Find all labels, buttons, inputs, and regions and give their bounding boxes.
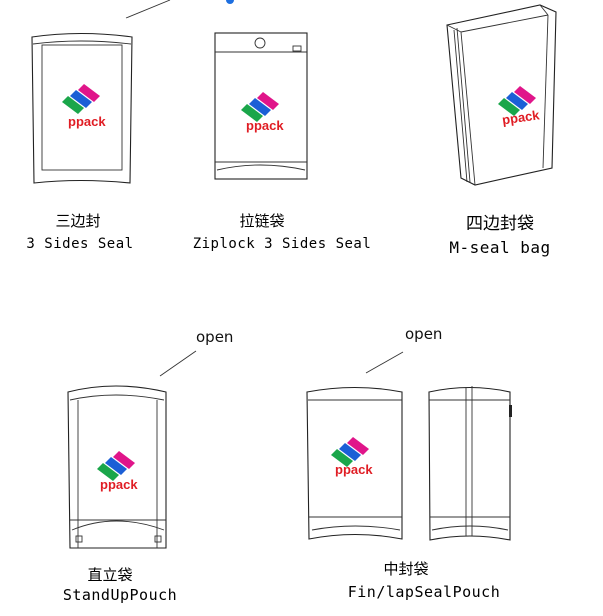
bag-3-sides-seal: ppack — [31, 32, 133, 184]
label-zh-ziplock: 拉链袋 — [239, 212, 284, 230]
open-pointer-line — [365, 351, 404, 374]
bag-stand-up-pouch: ppack — [67, 385, 167, 549]
label-en-fin-seal: Fin/lapSealPouch — [348, 583, 501, 601]
label-zh-3-sides-seal: 三边封 — [55, 212, 100, 230]
logo-text: ppack — [246, 118, 284, 133]
open-label-stand-up: open — [196, 328, 233, 346]
bag-fin-seal-back — [428, 386, 512, 541]
open-pointer-line — [159, 350, 197, 377]
label-zh-stand-up: 直立袋 — [87, 566, 132, 584]
label-en-stand-up: StandUpPouch — [63, 586, 177, 604]
logo-text: ppack — [100, 477, 138, 492]
label-zh-m-seal: 四边封袋 — [466, 214, 534, 234]
bag-fin-seal-front: ppack — [306, 386, 403, 540]
open-label-fin-seal: open — [405, 325, 442, 343]
label-en-m-seal: M-seal bag — [449, 238, 550, 257]
bag-m-seal: ppack — [446, 4, 557, 186]
label-en-ziplock: Ziplock 3 Sides Seal — [193, 236, 372, 252]
label-zh-fin-seal: 中封袋 — [383, 560, 428, 578]
logo-text: ppack — [501, 107, 541, 127]
logo-text: ppack — [68, 114, 106, 129]
bag-ziplock: ppack — [214, 32, 308, 180]
logo-text: ppack — [335, 462, 373, 477]
pointer-line-top — [125, 0, 171, 19]
ppack-logo-icon — [62, 84, 100, 114]
blue-dot — [226, 0, 234, 4]
label-en-3-sides-seal: 3 Sides Seal — [26, 236, 133, 252]
